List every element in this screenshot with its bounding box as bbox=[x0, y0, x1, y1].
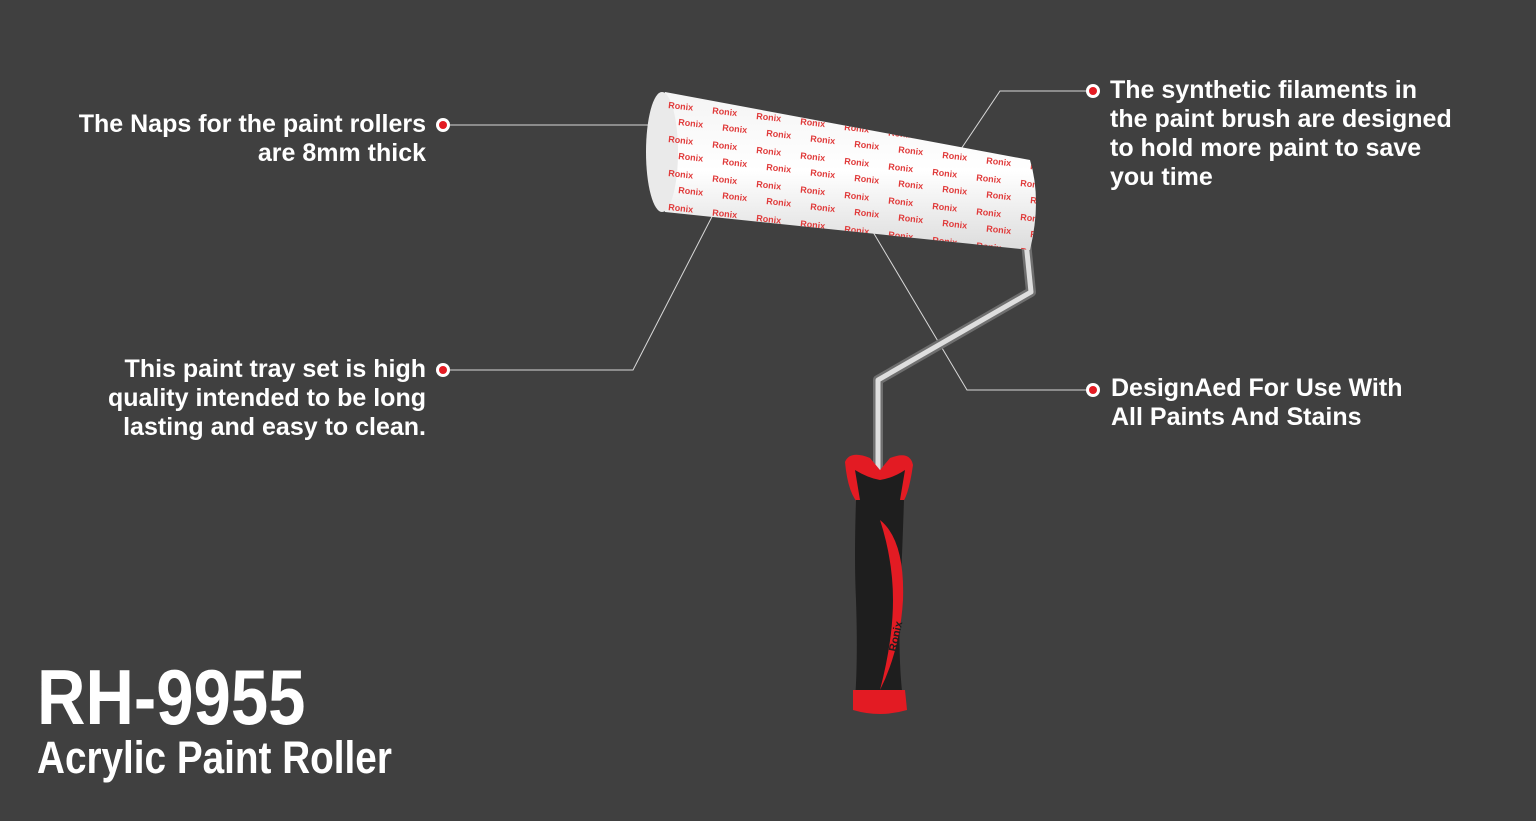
brand-print-text: Ronix bbox=[766, 230, 792, 243]
brand-print-text: Ronix bbox=[854, 139, 880, 152]
brand-print-text: Ronix bbox=[1030, 195, 1056, 208]
brand-print-text: Ronix bbox=[932, 201, 958, 214]
brand-print-text: Ronix bbox=[756, 111, 782, 124]
brand-print-text: Ronix bbox=[1030, 229, 1056, 242]
brand-print-text: Ronix bbox=[1020, 212, 1046, 225]
brand-print-text: Ronix bbox=[756, 145, 782, 158]
brand-print-text: Ronix bbox=[722, 225, 748, 238]
brand-print-text: Ronix bbox=[668, 168, 694, 181]
brand-print-text: Ronix bbox=[756, 213, 782, 226]
callout-tray-line-2: quality intended to be long bbox=[107, 384, 426, 412]
red-dot-marker-tray bbox=[436, 363, 450, 377]
brand-print-text: Ronix bbox=[668, 134, 694, 147]
callout-tray-line-3: lasting and easy to clean. bbox=[123, 413, 426, 441]
brand-print-text: Ronix bbox=[888, 196, 914, 209]
callout-filaments-line-2: the paint brush are designed bbox=[1110, 105, 1452, 133]
brand-print-text: Ronix bbox=[668, 100, 694, 113]
brand-print-text: Ronix bbox=[766, 196, 792, 209]
brand-print-text: Ronix bbox=[1020, 144, 1046, 157]
brand-print-text: Ronix bbox=[810, 134, 836, 147]
callout-filaments-line-4: you time bbox=[1110, 163, 1213, 191]
brand-print-text: Ronix bbox=[888, 230, 914, 243]
callout-tray: This paint tray set is high quality inte… bbox=[108, 355, 426, 442]
red-dot-marker-naps bbox=[436, 118, 450, 132]
roller-handle: Ronix bbox=[845, 454, 913, 714]
brand-print-text: Ronix bbox=[844, 224, 870, 237]
leader-lines bbox=[443, 90, 1093, 391]
callout-paints-line-1: DesignAed For Use With bbox=[1111, 374, 1403, 402]
brand-print-text: Ronix bbox=[810, 236, 836, 249]
brand-print-text: Ronix bbox=[712, 174, 738, 187]
brand-print-text: Ronix bbox=[976, 241, 1002, 254]
brand-print-text: Ronix bbox=[678, 185, 704, 198]
brand-print-text: Ronix bbox=[712, 140, 738, 153]
red-dot-marker-paints bbox=[1086, 383, 1100, 397]
brand-print-text: Ronix bbox=[898, 247, 924, 260]
leader-line-filaments bbox=[956, 90, 1093, 156]
red-dot-marker-filaments bbox=[1086, 84, 1100, 98]
roller-cover: RonixRonixRonixRonixRonixRonixRonixRonix… bbox=[646, 92, 1056, 271]
brand-print-text: Ronix bbox=[942, 184, 968, 197]
brand-print-text: Ronix bbox=[668, 202, 694, 215]
callout-naps-line-2: are 8mm thick bbox=[257, 139, 426, 167]
brand-print-text: Ronix bbox=[810, 168, 836, 181]
brand-print-text: Ronix bbox=[986, 156, 1012, 169]
brand-print-text: Ronix bbox=[1030, 161, 1056, 174]
brand-print-text: Ronix bbox=[898, 145, 924, 158]
brand-print-text: Ronix bbox=[678, 151, 704, 164]
brand-print-text: Ronix bbox=[888, 162, 914, 175]
leader-line-paints bbox=[872, 231, 1093, 391]
brand-print-text: Ronix bbox=[942, 252, 968, 265]
brand-print-text: Ronix bbox=[800, 151, 826, 164]
callout-filaments-line-1: The synthetic filaments in bbox=[1110, 76, 1418, 104]
brand-print-text: Ronix bbox=[932, 167, 958, 180]
brand-print-text: Ronix bbox=[986, 190, 1012, 203]
brand-print-text: Ronix bbox=[854, 241, 880, 254]
roller-frame bbox=[873, 241, 1036, 470]
brand-print-text: Ronix bbox=[898, 213, 924, 226]
callout-naps: The Naps for the paint rollers are 8mm t… bbox=[79, 110, 426, 168]
brand-print-text: Ronix bbox=[854, 173, 880, 186]
brand-print-text: Ronix bbox=[1020, 246, 1046, 259]
brand-print-text: Ronix bbox=[976, 207, 1002, 220]
brand-print-text: Ronix bbox=[844, 156, 870, 169]
brand-print-text: Ronix bbox=[1020, 178, 1046, 191]
callout-naps-line-1: The Naps for the paint rollers bbox=[78, 110, 426, 138]
brand-print-text: Ronix bbox=[722, 157, 748, 170]
callout-tray-line-1: This paint tray set is high bbox=[124, 355, 426, 383]
brand-print-text: Ronix bbox=[844, 190, 870, 203]
brand-print-text: Ronix bbox=[810, 202, 836, 215]
brand-print-text: Ronix bbox=[712, 106, 738, 119]
brand-print-text: Ronix bbox=[678, 117, 704, 130]
brand-print-text: Ronix bbox=[800, 185, 826, 198]
brand-print-text: Ronix bbox=[678, 219, 704, 232]
brand-print-text: Ronix bbox=[932, 235, 958, 248]
brand-print-text: Ronix bbox=[756, 179, 782, 192]
callout-filaments: The synthetic filaments in the paint bru… bbox=[1110, 76, 1452, 192]
product-name: Acrylic Paint Roller bbox=[37, 732, 392, 783]
brand-print-text: Ronix bbox=[942, 150, 968, 163]
brand-print-text: Ronix bbox=[722, 123, 748, 136]
brand-print-text: Ronix bbox=[766, 128, 792, 141]
brand-print-text: Ronix bbox=[942, 218, 968, 231]
brand-print-text: Ronix bbox=[986, 224, 1012, 237]
brand-print-text: Ronix bbox=[854, 207, 880, 220]
brand-print-text: Ronix bbox=[766, 162, 792, 175]
callout-paints-line-2: All Paints And Stains bbox=[1111, 403, 1362, 431]
brand-print-text: Ronix bbox=[986, 258, 1012, 271]
callout-markers bbox=[436, 84, 1100, 397]
brand-print-text: Ronix bbox=[712, 208, 738, 221]
callout-filaments-line-3: to hold more paint to save bbox=[1110, 134, 1422, 162]
brand-print-text: Ronix bbox=[800, 219, 826, 232]
brand-print-text: Ronix bbox=[976, 173, 1002, 186]
callout-paints: DesignAed For Use With All Paints And St… bbox=[1111, 374, 1402, 432]
brand-print-text: Ronix bbox=[976, 139, 1002, 152]
leader-line-tray bbox=[443, 204, 719, 371]
brand-print-text: Ronix bbox=[898, 179, 924, 192]
brand-print-text: Ronix bbox=[722, 191, 748, 204]
product-model: RH-9955 bbox=[37, 653, 306, 741]
